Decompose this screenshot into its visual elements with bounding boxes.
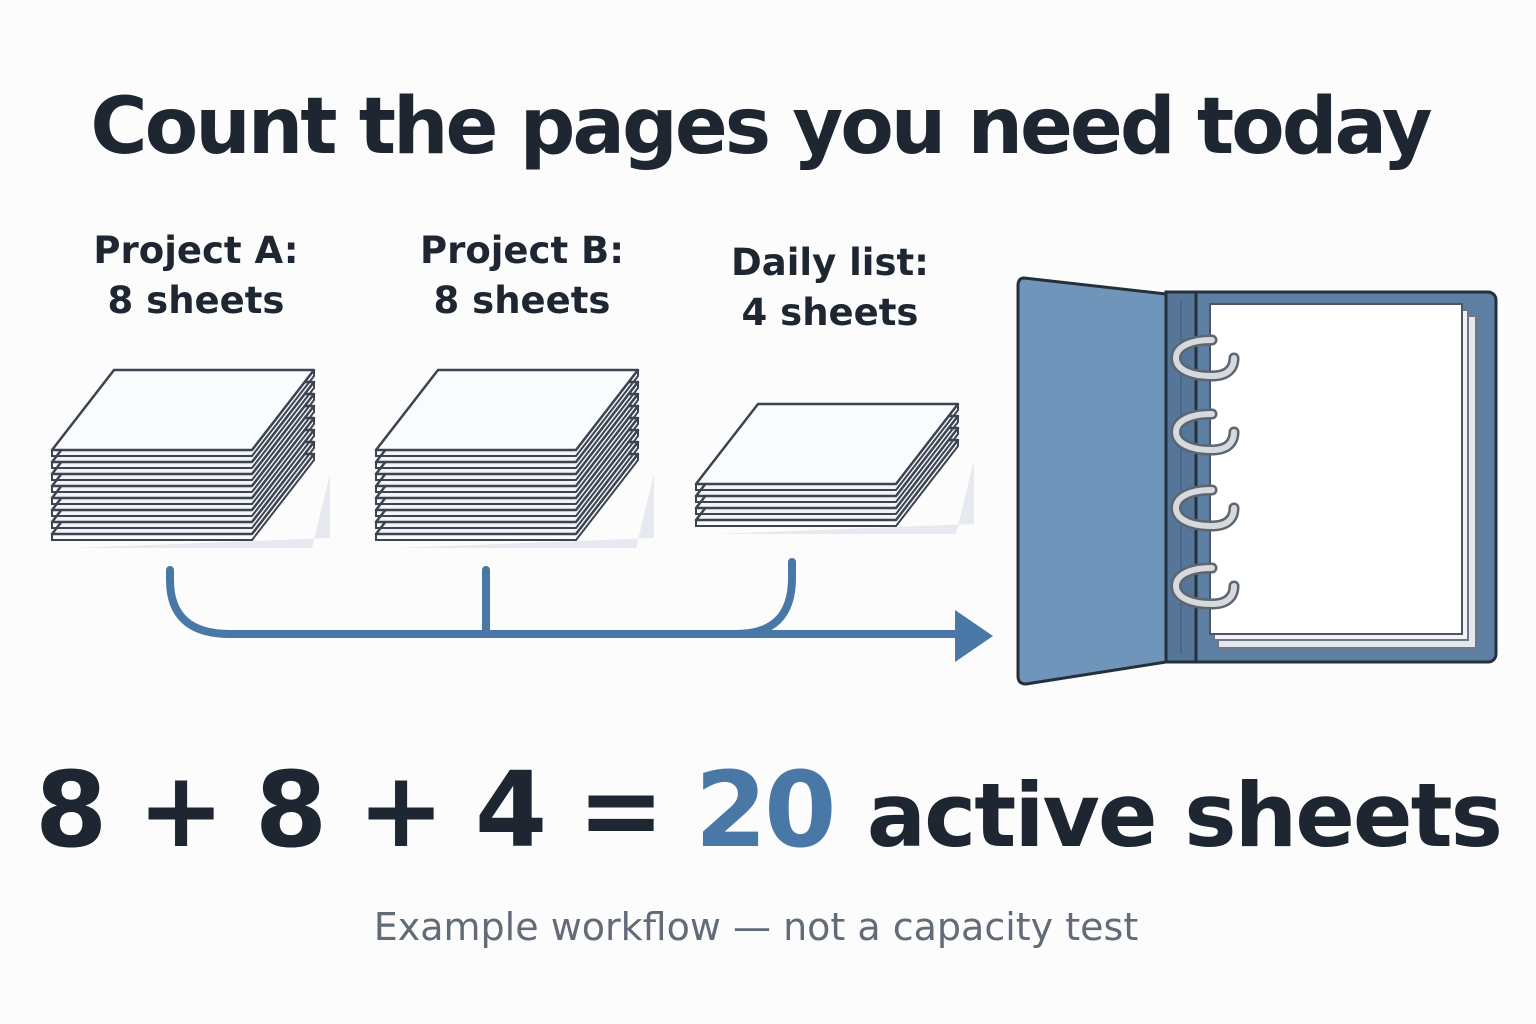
stack-shadow [396,474,654,548]
paper-edge [375,382,639,469]
group-name: Project B: [419,229,625,272]
stack-shadow [716,460,974,534]
paper-edge [375,394,639,481]
paper-edge [51,442,315,529]
addend-a: 8 [34,749,107,871]
binder-ring [1170,562,1240,610]
paper-edge [375,406,639,493]
group-name: Daily list: [731,241,929,284]
paper-edge [51,454,315,541]
binder-ring [1170,484,1240,532]
group-count: 4 sheets [741,291,919,334]
addend-b: 8 [254,749,327,871]
paper-edge [51,406,315,493]
connector-left [166,566,959,638]
addend-c: 4 [474,749,547,871]
paper-edge [51,370,315,457]
paper-edge [51,382,315,469]
paper-edge [375,370,639,457]
paper-edge [695,416,959,503]
paper-edge [375,418,639,505]
paper-edge [375,430,639,517]
paper-sheet [374,368,640,452]
paper-edge [695,440,959,527]
sum-equation: 8 + 8 + 4 = 20 active sheets [0,730,1536,896]
group-count: 8 sheets [433,279,611,322]
paper-stack-icon [50,368,330,548]
binder-ring [1170,408,1240,456]
group-count: 8 sheets [107,279,285,322]
caption-note: Example workflow — not a capacity test [373,905,1139,949]
paper-edge [695,404,959,491]
group-name: Project A: [93,229,299,272]
connector-lines [166,558,959,638]
group-label-project-a: Project A: 8 sheets [36,226,356,326]
plus-sign: + [137,749,225,871]
paper-edge [51,394,315,481]
paper-stack-icon [374,368,654,548]
paper-stack-icon [694,402,974,534]
paper-edge [375,442,639,529]
ring-binder-icon [1016,276,1498,686]
paper-edge [375,454,639,541]
sum-unit: active sheets [866,764,1503,867]
connector-right [732,558,796,638]
arrow-right-icon [955,610,993,662]
paper-edge [51,430,315,517]
stack-shadow [72,474,330,548]
paper-sheet [694,402,960,486]
equals-sign: = [577,749,664,871]
paper-edge [695,428,959,515]
paper-sheet [50,368,316,452]
group-label-project-b: Project B: 8 sheets [362,226,682,326]
sum-total: 20 [694,749,837,871]
page-title: Count the pages you need today [90,82,1432,172]
group-label-daily-list: Daily list: 4 sheets [670,238,990,338]
paper-edge [51,418,315,505]
binder-ring [1170,334,1240,382]
plus-sign: + [357,749,444,871]
